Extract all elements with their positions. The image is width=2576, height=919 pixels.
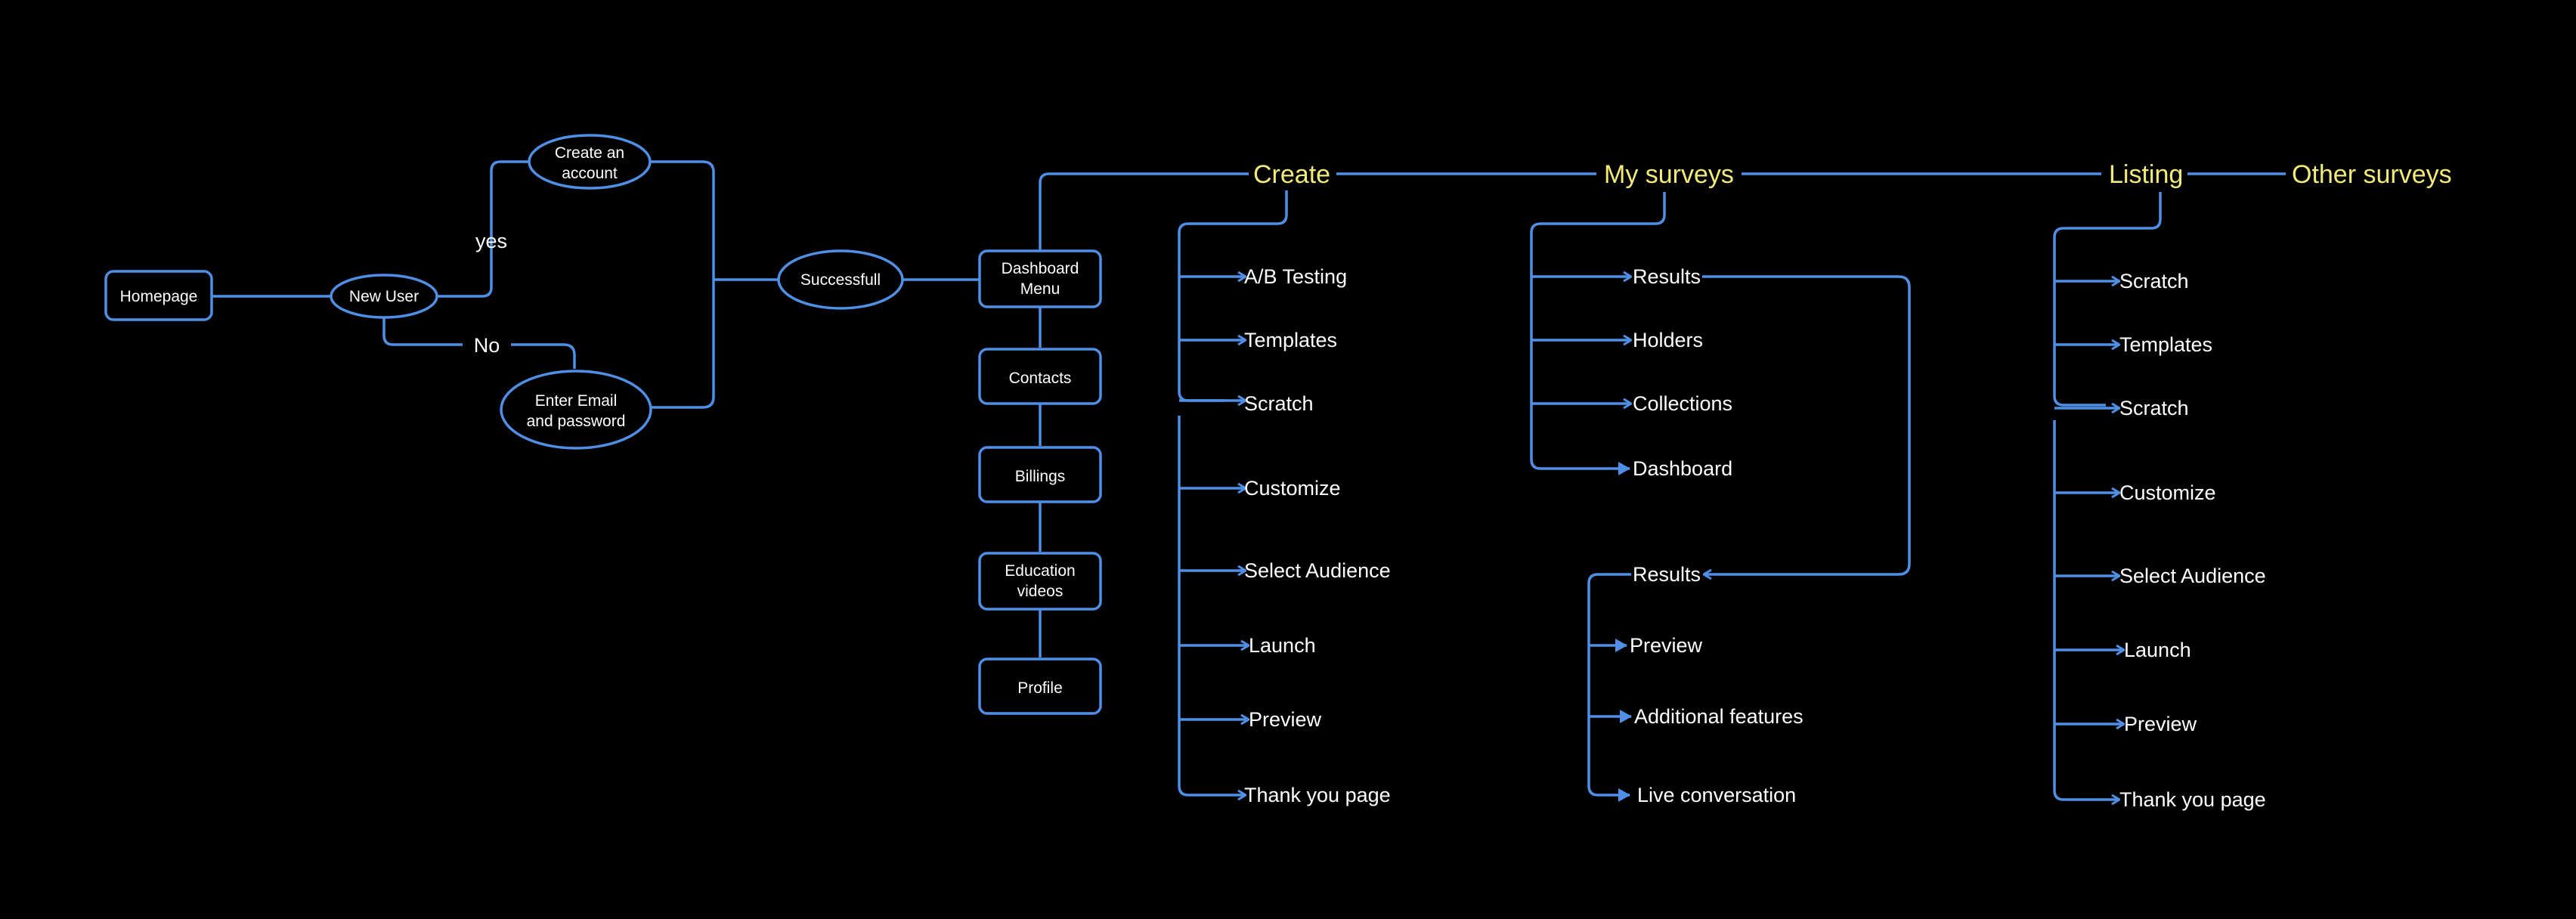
create-item-templates: Templates <box>1244 329 1337 351</box>
listing-item-templates: Templates <box>2119 333 2212 356</box>
education-videos-line1: Education <box>1005 562 1075 580</box>
listing-item-preview: Preview <box>2124 713 2197 735</box>
create-branches <box>1178 190 1288 795</box>
dashboard-menu-node[interactable]: Dashboard Menu <box>978 249 1102 308</box>
new-user-label: New User <box>349 288 419 305</box>
listing-item-scratch: Scratch <box>2119 270 2189 292</box>
homepage-node: Homepage <box>104 270 213 321</box>
dashboard-menu-line1: Dashboard <box>1002 260 1079 277</box>
listing-branches <box>2053 192 2162 800</box>
results-item-live-conversation: Live conversation <box>1637 784 1796 806</box>
create-item-customize: Customize <box>1244 477 1341 500</box>
surveys-item-holders: Holders <box>1633 329 1703 351</box>
listing-item-customize: Customize <box>2119 481 2216 504</box>
heading-create: Create <box>1253 160 1330 189</box>
create-item-thank-you-page: Thank you page <box>1244 784 1391 806</box>
new-user-node: New User <box>330 274 438 319</box>
listing-item-scratch-2: Scratch <box>2119 397 2189 419</box>
homepage-label: Homepage <box>120 288 198 305</box>
heading-other-surveys: Other surveys <box>2292 160 2452 189</box>
create-item-scratch: Scratch <box>1244 392 1314 415</box>
education-videos-node[interactable]: Education videos <box>978 552 1102 611</box>
results-item-preview: Preview <box>1630 634 1703 657</box>
billings-label: Billings <box>1015 468 1066 485</box>
heading-listing: Listing <box>2109 160 2183 189</box>
create-item-launch: Launch <box>1249 634 1316 657</box>
results-item-results: Results <box>1633 563 1701 586</box>
listing-items: Scratch Templates Scratch Customize Sele… <box>2119 270 2266 811</box>
listing-item-launch: Launch <box>2124 639 2191 661</box>
surveys-items: Results Holders Collections Dashboard <box>1633 265 1732 480</box>
billings-node[interactable]: Billings <box>978 446 1102 503</box>
create-account-node: Create an account <box>528 134 652 190</box>
contacts-label: Contacts <box>1009 370 1072 387</box>
profile-node[interactable]: Profile <box>978 658 1102 715</box>
education-videos-line2: videos <box>1017 583 1064 600</box>
surveys-item-dashboard: Dashboard <box>1633 457 1732 480</box>
listing-item-select-audience: Select Audience <box>2119 565 2266 587</box>
profile-label: Profile <box>1017 679 1063 697</box>
surveys-branches <box>1530 192 1911 802</box>
no-label: No <box>474 334 500 357</box>
results-item-additional-features: Additional features <box>1634 705 1804 728</box>
enter-email-node: Enter Email and password <box>500 370 652 450</box>
results-items: Results Preview Additional features Live… <box>1630 563 1804 806</box>
successful-label: Successfull <box>800 271 881 289</box>
surveys-item-collections: Collections <box>1633 392 1732 415</box>
create-items: A/B Testing Templates Scratch Customize … <box>1244 265 1391 806</box>
yes-label: yes <box>475 230 507 252</box>
create-item-ab-testing: A/B Testing <box>1244 265 1347 288</box>
listing-item-thank-you-page: Thank you page <box>2119 788 2266 811</box>
create-account-line2: account <box>562 165 618 182</box>
create-item-select-audience: Select Audience <box>1244 559 1391 582</box>
contacts-node[interactable]: Contacts <box>978 348 1102 405</box>
left-connectors <box>212 160 1042 658</box>
enter-email-line2: and password <box>527 413 626 430</box>
create-item-preview: Preview <box>1249 708 1322 731</box>
dashboard-menu-line2: Menu <box>1020 280 1060 298</box>
enter-email-line1: Enter Email <box>535 392 618 410</box>
heading-connectors <box>1039 172 2286 251</box>
create-account-line1: Create an <box>555 144 624 162</box>
surveys-item-results: Results <box>1633 265 1701 288</box>
heading-my-surveys: My surveys <box>1604 160 1734 189</box>
successful-node: Successfull <box>777 249 904 310</box>
